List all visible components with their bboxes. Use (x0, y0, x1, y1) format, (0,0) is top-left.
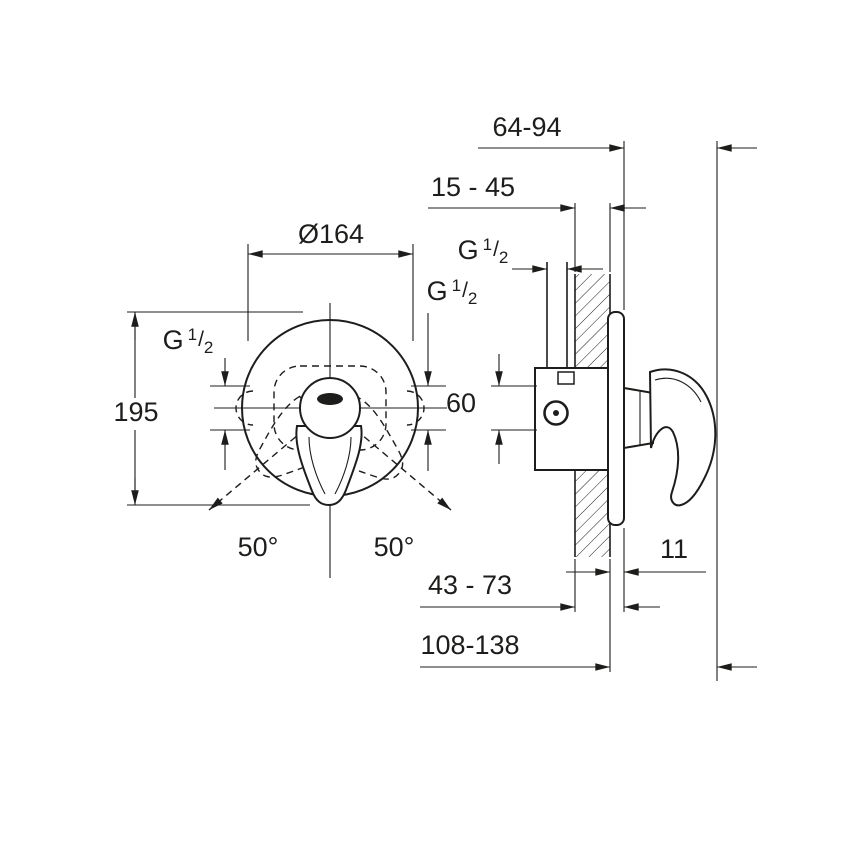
dim-wall-15-45-label: 15 - 45 (431, 172, 515, 202)
dim-angle-right: 50° (374, 532, 415, 562)
hidden-body-dashed (235, 365, 425, 451)
swing-limit-left-line (208, 428, 306, 511)
dim-height-195: 195 (113, 311, 310, 506)
valve-inlet-center (553, 410, 559, 416)
dim-depth-64-94: 64-94 (478, 112, 757, 681)
dim-escutcheon-11: 11 (566, 528, 706, 612)
valve-stop-detail (557, 371, 575, 385)
dim-depth-108-138-label: 108-138 (420, 630, 519, 660)
lever-handle-side-contour (654, 377, 702, 403)
dim-body-60-label: 60 (446, 388, 476, 418)
lever-handle-front (295, 425, 363, 507)
dim-depth-108-138: 108-138 (420, 559, 757, 672)
cartridge-sleeve (623, 386, 654, 450)
lever-handle-side (648, 368, 717, 507)
dim-angle-right-label: 50° (374, 532, 415, 562)
dim-height-label: 195 (113, 397, 158, 427)
dim-diameter-164: Ø164 (247, 219, 414, 341)
cartridge-collar (299, 377, 361, 439)
handle-rotated-right (317, 397, 404, 480)
handle-slot (317, 393, 343, 405)
dim-diameter-label: Ø164 (298, 219, 364, 249)
escutcheon-plate-side (607, 311, 625, 526)
side-view (534, 262, 717, 557)
swing-limit-right-line (354, 428, 452, 511)
dim-body-60: 60 (446, 354, 537, 464)
dim-angle-left: 50° (238, 532, 279, 562)
front-view (208, 303, 452, 578)
supply-pipes (546, 262, 568, 368)
dim-depth-43-73-label: 43 - 73 (428, 570, 512, 600)
valve-inlet-port (543, 400, 569, 426)
dim-wall-15-45: 15 - 45 (428, 172, 646, 272)
dim-depth-64-94-label: 64-94 (492, 112, 561, 142)
dim-depth-43-73: 43 - 73 (420, 559, 660, 612)
dim-angle-left-label: 50° (238, 532, 279, 562)
lever-handle-contour (308, 436, 352, 495)
dim-escutcheon-11-label: 11 (660, 534, 688, 564)
